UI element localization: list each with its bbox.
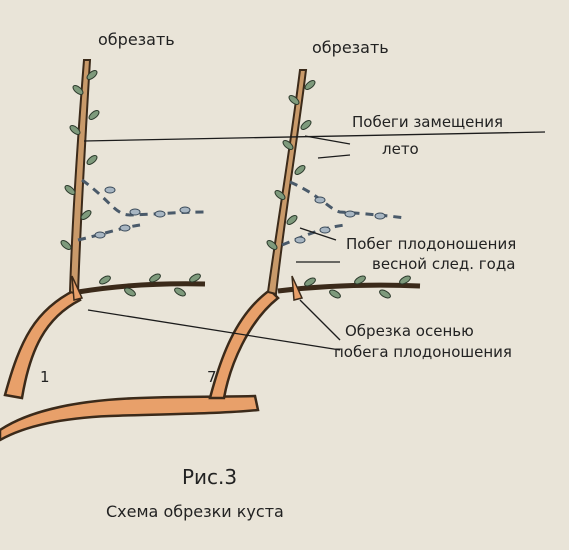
summer-label: лето	[382, 140, 419, 158]
left-fruiting-shoot	[77, 281, 206, 295]
pointer-lines	[83, 131, 546, 351]
cut-label-right: обрезать	[312, 38, 389, 57]
right-dashed-shoot-lower	[281, 223, 346, 247]
figure-number: Рис.3	[182, 465, 238, 489]
left-dashed-shoot-lower	[77, 223, 141, 242]
fruiting-leaves	[99, 273, 411, 299]
autumn-pruning-label-1: Обрезка осенью	[345, 322, 474, 340]
right-cut-notch	[291, 275, 304, 301]
trunk	[0, 394, 260, 442]
autumn-pruning-label-2: побега плодоношения	[334, 343, 512, 361]
fruiting-shoot-label-1: Побег плодоношения	[346, 235, 517, 253]
right-replacement-shoot	[266, 69, 308, 296]
left-replacement-shoot	[68, 59, 92, 296]
number-7-label: 7	[207, 368, 217, 386]
right-fruiting-shoot	[277, 282, 421, 294]
left-shoot	[3, 288, 82, 400]
left-cut-notch	[71, 275, 84, 301]
right-shoot	[208, 288, 280, 400]
replacement-shoots-label: Побеги замещения	[352, 113, 503, 131]
cut-label-left: обрезать	[98, 30, 175, 49]
right-leaves	[266, 80, 316, 250]
right-dashed-shoot	[289, 180, 406, 220]
left-leaves	[60, 70, 100, 250]
figure-caption: Схема обрезки куста	[106, 502, 284, 521]
future-leaves	[94, 186, 386, 244]
fruiting-shoot-label-2: весной след. года	[372, 255, 516, 273]
number-1-label: 1	[40, 368, 50, 386]
